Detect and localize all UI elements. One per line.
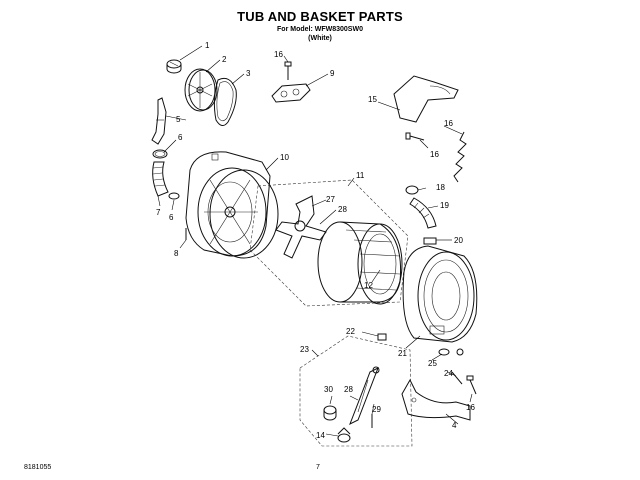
callout-4: 4 [452, 421, 457, 430]
part-25-nut [438, 348, 464, 356]
callout-12: 12 [364, 281, 373, 290]
part-7-bellows [152, 161, 169, 197]
callout-24: 24 [444, 369, 453, 378]
part-17-screw-right [405, 132, 425, 141]
part-28-shock [349, 366, 380, 426]
callout-28: 28 [344, 385, 353, 394]
part-17-screw-lower [466, 375, 477, 395]
callout-22: 22 [346, 327, 355, 336]
callout-labels: 1 2 3 16 9 5 6 10 7 6 8 11 15 16 16 18 1… [156, 41, 475, 440]
part-22-clip [377, 333, 387, 341]
callout-11: 11 [356, 171, 365, 180]
part-2-pulley [184, 68, 218, 112]
callout-20: 20 [454, 236, 463, 245]
part-21-front-tub [402, 245, 478, 343]
callout-2: 2 [222, 55, 227, 64]
callout-5: 5 [176, 115, 181, 124]
callout-25: 25 [428, 359, 437, 368]
callout-21: 21 [398, 349, 407, 358]
part-10-rear-tub [185, 151, 271, 257]
part-20-clip [423, 237, 437, 245]
callout-16: 16 [444, 119, 453, 128]
color-line: (White) [308, 35, 332, 42]
part-30-cup [323, 405, 337, 421]
part-24-screw [451, 371, 463, 385]
part-9-bracket [271, 83, 311, 103]
leader-lines [157, 45, 473, 437]
part-17-screw-top [284, 61, 292, 80]
callout-17-top: 16 [274, 50, 283, 59]
page-number: 7 [316, 464, 320, 471]
callout-10: 10 [280, 153, 289, 162]
part-3-belt [213, 77, 237, 126]
callout-7: 7 [156, 208, 161, 217]
part-5-hose [151, 97, 167, 145]
part-18-ring [405, 185, 419, 195]
callout-27: 28 [338, 205, 347, 214]
callout-29: 29 [372, 405, 381, 414]
part-10-seal [209, 169, 279, 259]
callout-8: 8 [174, 249, 179, 258]
part-6-small-clamp [168, 192, 180, 200]
callout-6-bottom: 6 [169, 213, 174, 222]
part-19-bellows [409, 197, 437, 229]
part-11-basket [317, 221, 403, 305]
callout-6-top: 6 [178, 133, 183, 142]
callout-17-right: 16 [430, 150, 439, 159]
callout-18: 18 [436, 183, 445, 192]
model-line: For Model: WFW8300SW0 [277, 26, 363, 33]
part-15-bracket [393, 75, 459, 123]
callout-14: 14 [316, 431, 325, 440]
callout-3: 3 [246, 69, 251, 78]
callout-9: 9 [330, 69, 335, 78]
part-14-cap [337, 427, 351, 443]
callout-19: 19 [440, 201, 449, 210]
assembly-outline-23 [299, 335, 413, 447]
part-1-cap [166, 59, 182, 74]
callout-23: 23 [300, 345, 309, 354]
callout-26: 27 [326, 195, 335, 204]
callout-1: 1 [205, 41, 210, 50]
part-4-bracket [401, 378, 471, 421]
callout-15: 15 [368, 95, 377, 104]
callout-30: 30 [324, 385, 333, 394]
part-26-spider [275, 195, 327, 259]
part-6-clamp [152, 149, 168, 159]
doc-number: 8181055 [24, 464, 52, 471]
page-title: TUB AND BASKET PARTS [237, 9, 403, 24]
part-16-spring [453, 131, 467, 183]
callout-17-lower: 16 [466, 403, 475, 412]
